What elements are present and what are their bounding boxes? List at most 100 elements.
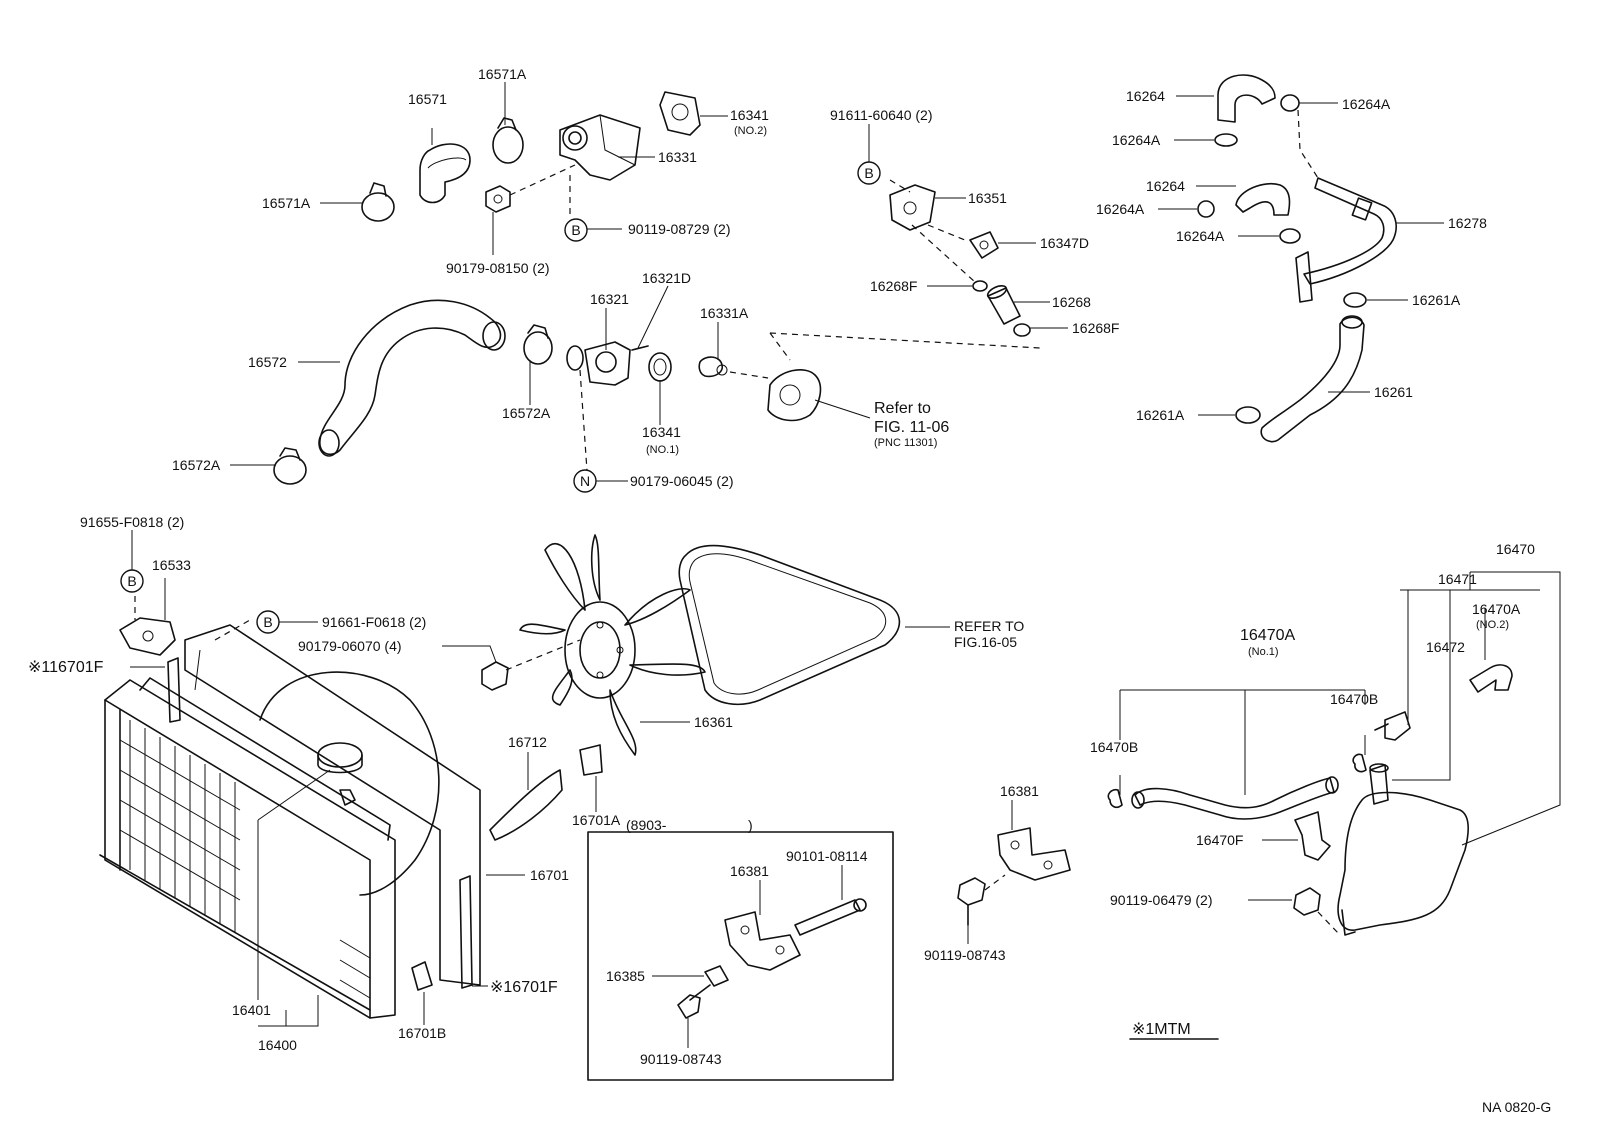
oring-16268F-b-part: [1013, 323, 1031, 337]
bracket-16381-inset-part: [724, 911, 801, 971]
gasket-16341-no2-part: [659, 91, 701, 136]
pipe-16268-part: [987, 287, 1021, 325]
radiator-16400-part: [104, 679, 396, 1019]
heater-hoses-group: [1158, 74, 1444, 443]
radiator-cap-16401-part: [317, 742, 363, 768]
label-16321D: 16321D: [642, 270, 691, 286]
label-16471: 16471: [1438, 571, 1477, 587]
marker-b2-circle: [857, 161, 881, 185]
cap-16472-part: [1384, 711, 1411, 741]
clamp-16264A-a-part: [1280, 94, 1300, 112]
clamp-16264A-d-part: [1279, 228, 1301, 244]
label-16701F-b: ※16701F: [490, 979, 558, 996]
label-16470B-b: 16470B: [1330, 691, 1378, 707]
label-90179-08150: 90179-08150 (2): [446, 260, 550, 276]
hose-16470A-no1-part: [1134, 777, 1335, 820]
clamp-16261A-b-part: [1235, 406, 1261, 424]
nut-90179-06070-part: [481, 661, 509, 691]
pin-16321D-part: [631, 345, 649, 351]
marker-b4-circle: [256, 610, 280, 634]
nut-90179-08150-part: [485, 185, 511, 213]
shroud-16701-part: [184, 624, 481, 986]
label-90179-06070: 90179-06070 (4): [298, 638, 402, 654]
guard-16712-part: [489, 769, 563, 841]
label-refer-b1: REFER TO: [954, 618, 1024, 634]
label-16264A-a: 16264A: [1342, 96, 1391, 112]
label-91661-F0618: 91661-F0618 (2): [322, 614, 426, 630]
label-16701A: 16701A: [572, 812, 621, 828]
bracket-16533-part: [119, 617, 176, 656]
label-16341-no1-sub: (NO.1): [646, 444, 679, 456]
label-refer-a1: Refer to: [874, 400, 931, 417]
marker-b2-text: B: [864, 165, 873, 181]
inset-frame: [587, 831, 894, 1081]
label-8903-end: ): [748, 817, 753, 833]
hose-16572-part: [319, 299, 502, 456]
label-16264A-d: 16264A: [1176, 228, 1225, 244]
inset-box-8903: [587, 831, 894, 1081]
label-16385: 16385: [606, 968, 645, 984]
label-16401: 16401: [232, 1002, 271, 1018]
marker-n1-text: N: [580, 473, 590, 489]
clamp-16572A-a-part: [523, 331, 553, 365]
hose-16470A-no2-part: [1469, 664, 1513, 693]
label-16470A-no2: 16470A: [1472, 601, 1521, 617]
bolt-90119-06479-part: [1293, 887, 1321, 916]
water-inlet-part: [767, 369, 822, 422]
label-16470F: 16470F: [1196, 832, 1243, 848]
marker-n1-circle: [573, 469, 597, 493]
label-16268: 16268: [1052, 294, 1091, 310]
note-mark: ※1MTM: [1132, 1021, 1191, 1038]
marker-b1-circle: [564, 218, 588, 242]
label-8903: (8903-: [626, 817, 667, 833]
label-refer-a3: (PNC 11301): [874, 437, 937, 449]
label-16261A-b: 16261A: [1136, 407, 1185, 423]
label-16264A-c: 16264A: [1096, 201, 1145, 217]
marker-b1-text: B: [571, 222, 580, 238]
label-16341-no1: 16341: [642, 424, 681, 440]
label-90119-06479: 90119-06479 (2): [1110, 892, 1212, 908]
v-belt-part: [678, 544, 901, 706]
label-16321: 16321: [590, 291, 629, 307]
label-16331: 16331: [658, 149, 697, 165]
footer-code: NA 0820-G: [1482, 1099, 1551, 1115]
label-16261: 16261: [1374, 384, 1413, 400]
pipe-16278-part: [1303, 177, 1397, 285]
label-16572: 16572: [248, 354, 287, 370]
clamp-16571A-top-part: [492, 126, 524, 164]
label-16470B-a: 16470B: [1090, 739, 1138, 755]
label-16351: 16351: [968, 190, 1007, 206]
label-16571: 16571: [408, 91, 447, 107]
label-16701: 16701: [530, 867, 569, 883]
radiator-group: [99, 530, 563, 1027]
housing-16321-part: [584, 341, 631, 386]
label-16572A-b: 16572A: [172, 457, 221, 473]
part-labels: 16571 16571A 16571A 16331 16341 (NO.2) 9…: [28, 66, 1551, 1115]
label-16264A-b: 16264A: [1112, 132, 1161, 148]
marker-b3-text: B: [127, 573, 136, 589]
label-16701B: 16701B: [398, 1025, 446, 1041]
bolt-90101-08114-part: [794, 899, 861, 936]
label-16470A-no1: 16470A: [1240, 627, 1295, 644]
seal-16701F-b-part: [459, 875, 473, 989]
water-outlet-16331-part: [559, 114, 641, 181]
label-90119-08743-inset: 90119-08743: [640, 1051, 722, 1067]
label-16341-no2: 16341: [730, 107, 769, 123]
collar-16385-part: [704, 965, 729, 987]
label-16264-a: 16264: [1126, 88, 1165, 104]
marker-b3-circle: [120, 569, 144, 593]
label-90119-08743: 90119-08743: [924, 947, 1006, 963]
bolt-90119-08743-part: [957, 877, 986, 906]
hose-16264-b-part: [1235, 183, 1291, 216]
label-refer-a2: FIG. 11-06: [874, 419, 949, 436]
label-16331A: 16331A: [700, 305, 749, 321]
label-16472: 16472: [1426, 639, 1465, 655]
bolt-90119-08743-inset-part: [677, 994, 701, 1019]
label-16264-b: 16264: [1146, 178, 1185, 194]
label-16261A-a: 16261A: [1412, 292, 1461, 308]
label-16268F-a: 16268F: [870, 278, 917, 294]
label-90119-08729: 90119-08729 (2): [628, 221, 730, 237]
water-outlet-group: [320, 82, 728, 255]
clamp-16264A-c-part: [1197, 200, 1215, 218]
label-16470A-no1-sub: (No.1): [1248, 646, 1279, 658]
